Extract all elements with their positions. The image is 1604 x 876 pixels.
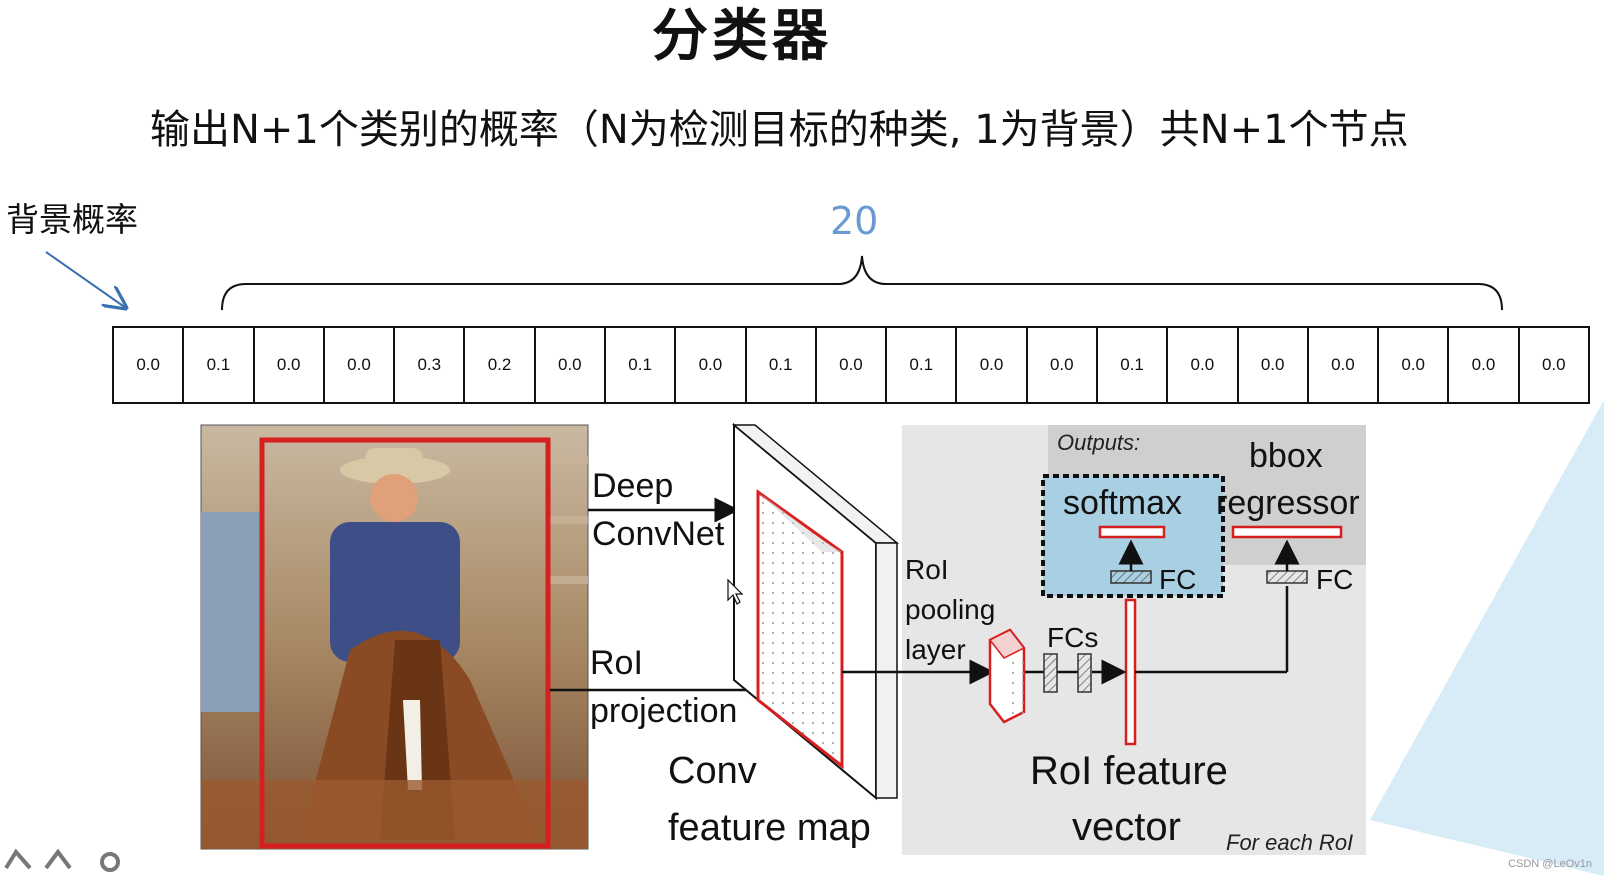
softmax-fc-label: FC — [1159, 564, 1196, 595]
watermark: CSDN @LeOv1n — [1508, 858, 1592, 870]
softmax-label: softmax — [1063, 484, 1182, 522]
probability-cell: 0.0 — [1306, 328, 1377, 402]
subtitle: 输出N+1个类别的概率（N为检测目标的种类, 1为背景）共N+1个节点 — [150, 107, 1409, 153]
probability-cell-background: 0.0 — [136, 355, 160, 374]
roi-pooling-label-2: pooling — [905, 594, 995, 625]
roi-feature-vector-label-1: RoI feature — [1030, 749, 1228, 793]
class-brace — [221, 255, 1503, 311]
roi-feature-vector — [1124, 598, 1137, 746]
input-photo — [200, 424, 589, 850]
probability-cell: 0.1 — [885, 328, 955, 402]
probability-cell: 0.0 — [1236, 328, 1307, 402]
decorative-triangle — [1370, 400, 1604, 876]
probability-cell: 0.3 — [393, 328, 463, 402]
probability-cell: 0.0 — [1377, 328, 1447, 402]
fc-layer-1 — [1043, 653, 1058, 693]
softmax-output-bar — [1098, 525, 1166, 539]
conv-feature-map-label-1: Conv — [668, 750, 757, 792]
probability-cell: 0.1 — [744, 328, 815, 402]
conv-feature-map-label-2: feature map — [668, 807, 871, 849]
probability-cell: 0.0 — [1517, 328, 1588, 402]
roi-projection-label-2: projection — [590, 692, 737, 730]
roi-pooling-label-3: layer — [905, 634, 966, 665]
background-pointer-arrow — [45, 251, 126, 308]
probability-cell: 0.1 — [1095, 328, 1166, 402]
deep-convnet-label-2: ConvNet — [592, 515, 725, 553]
bbox-fc-label: FC — [1316, 564, 1353, 595]
roi-pooling-block — [988, 628, 1026, 724]
bbox-fc-block — [1266, 570, 1308, 584]
probability-cell: 0.0 — [814, 328, 885, 402]
probability-cell: 0.0 — [674, 328, 744, 402]
bbox-label: bbox — [1249, 437, 1323, 475]
probability-cell: 0.0 — [1447, 328, 1517, 402]
probability-cell: 0.0 — [252, 328, 323, 402]
outputs-label: Outputs: — [1057, 430, 1140, 455]
probability-cell: 0.0 — [1166, 328, 1236, 402]
roi-feature-vector-label-2: vector — [1072, 805, 1181, 849]
probability-cell: 0.0 — [533, 328, 604, 402]
mouse-cursor-icon — [727, 578, 744, 605]
probability-cell: 0.2 — [463, 328, 533, 402]
roi-pooling-label-1: RoI — [905, 554, 949, 585]
decorative-chevrons — [4, 848, 120, 872]
page-title: 分类器 — [652, 4, 832, 69]
probability-cell: 0.1 — [603, 328, 674, 402]
fc-layer-2 — [1077, 653, 1092, 693]
probability-cell: 0.0 — [955, 328, 1025, 402]
probability-cell: 0.0 — [322, 328, 393, 402]
softmax-fc-block — [1110, 570, 1152, 584]
roi-bounding-box — [259, 437, 551, 849]
class-count-label: 20 — [830, 199, 879, 243]
probability-cell: 0.1 — [182, 328, 252, 402]
deep-convnet-label-1: Deep — [592, 467, 673, 505]
roi-projection-label-1: RoI — [590, 644, 643, 682]
background-probability-label: 背景概率 — [6, 200, 138, 239]
regressor-label: regressor — [1216, 484, 1360, 522]
probability-cell: 0.0 — [1025, 328, 1096, 402]
for-each-roi-label: For each RoI — [1226, 830, 1353, 855]
bbox-output-bar — [1231, 525, 1343, 539]
conv-feature-map — [731, 422, 900, 801]
fcs-label: FCs — [1047, 622, 1098, 653]
